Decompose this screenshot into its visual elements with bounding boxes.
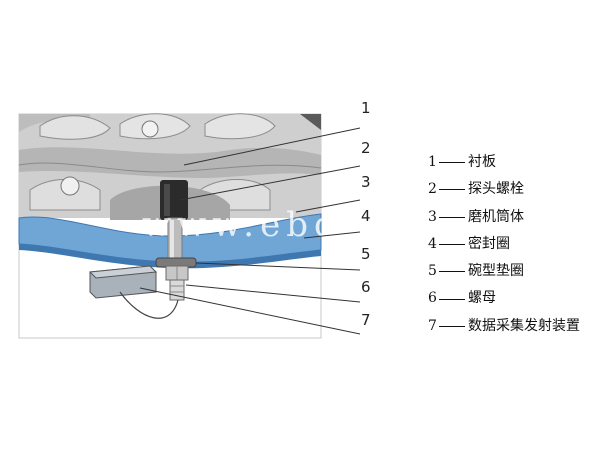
leader-4 xyxy=(303,231,361,239)
parts-legend: 1 衬板 2 探头螺栓 3 磨机筒体 4 密封圈 5 碗型垫圈 6 螺母 7 数据采集发射装置 xyxy=(428,149,580,340)
legend-dash xyxy=(439,162,465,164)
legend-number: 6 xyxy=(428,290,437,307)
legend-dash xyxy=(439,216,465,218)
callout-6: 6 xyxy=(361,278,371,296)
legend-number: 5 xyxy=(428,263,437,280)
leader-7 xyxy=(139,287,361,335)
callout-7: 7 xyxy=(361,311,371,329)
legend-number: 3 xyxy=(428,208,437,225)
callout-5: 5 xyxy=(361,245,371,263)
callout-4: 4 xyxy=(361,207,371,225)
legend-number: 4 xyxy=(428,235,437,252)
callout-1: 1 xyxy=(361,99,371,117)
legend-number: 1 xyxy=(428,154,437,170)
leader-1 xyxy=(183,127,361,166)
legend-number: 2 xyxy=(428,181,437,198)
callout-3: 3 xyxy=(361,173,371,191)
legend-item: 6 螺母 xyxy=(428,285,580,312)
leader-3 xyxy=(295,199,361,213)
legend-label: 碗型垫圈 xyxy=(468,263,524,280)
leader-2 xyxy=(179,165,361,201)
legend-item: 1 衬板 xyxy=(428,149,580,176)
legend-item: 7 数据采集发射装置 xyxy=(428,313,580,340)
legend-label: 螺母 xyxy=(468,290,496,307)
legend-number: 7 xyxy=(428,317,437,334)
legend-item: 3 磨机筒体 xyxy=(428,204,580,231)
legend-label: 探头螺栓 xyxy=(468,181,524,198)
leader-5 xyxy=(195,262,361,271)
leader-6 xyxy=(185,284,361,303)
callout-numbers: 1 2 3 4 5 6 7 xyxy=(361,99,371,329)
legend-label: 衬板 xyxy=(468,154,496,170)
legend-item: 5 碗型垫圈 xyxy=(428,258,580,285)
legend-item: 4 密封圈 xyxy=(428,231,580,258)
legend-dash xyxy=(439,189,465,191)
legend-dash xyxy=(439,271,465,273)
legend-label: 磨机筒体 xyxy=(468,208,524,225)
legend-label: 数据采集发射装置 xyxy=(468,317,580,334)
legend-dash xyxy=(439,325,465,327)
watermark: www.ebdo xyxy=(142,205,368,245)
legend-dash xyxy=(439,244,465,246)
legend-item: 2 探头螺栓 xyxy=(428,176,580,203)
leader-lines xyxy=(139,127,361,335)
legend-label: 密封圈 xyxy=(468,235,510,252)
legend-dash xyxy=(439,298,465,300)
data-acquisition-device xyxy=(88,265,179,319)
callout-2: 2 xyxy=(361,139,371,157)
